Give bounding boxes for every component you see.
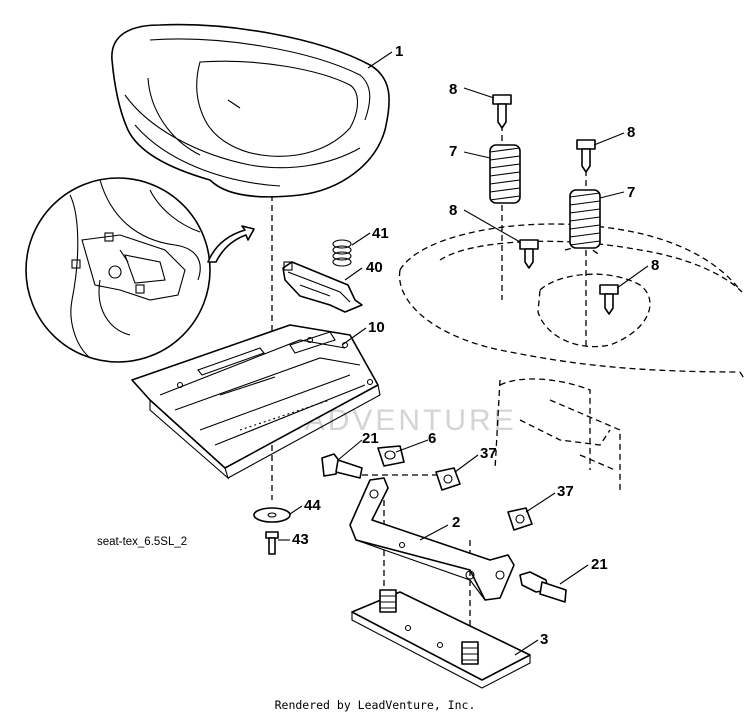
bolt-21-left-part — [321, 453, 363, 479]
washer-44-part — [253, 507, 291, 523]
tractor-frame — [398, 223, 746, 490]
nut-37-lower-part — [507, 507, 533, 531]
callout-nut-37-lower: 37 — [557, 483, 574, 500]
callout-bolt-mid-right: 8 — [651, 257, 659, 274]
callout-bracket: 2 — [452, 514, 460, 531]
spring-right-part — [569, 189, 601, 249]
callout-labels: 1 8 8 7 7 8 8 41 40 10 21 6 37 37 2 44 4… — [292, 43, 659, 648]
seat-pan-part — [131, 324, 381, 480]
callout-bolt-21-left: 21 — [362, 430, 379, 447]
bolt-43-part — [265, 531, 279, 555]
bracket-part — [349, 477, 515, 601]
inset-detail — [25, 177, 211, 363]
callout-spring-left: 7 — [449, 143, 457, 160]
seat-part — [111, 23, 390, 198]
callout-clip-40: 40 — [366, 259, 383, 276]
nut-37-upper-part — [435, 467, 461, 491]
slide-plate-part — [351, 589, 531, 689]
callout-washer-44: 44 — [304, 497, 321, 514]
diagram-code-label: seat-tex_6.5SL_2 — [97, 536, 188, 548]
callout-nut-6: 6 — [428, 430, 436, 447]
callout-spring-41: 41 — [372, 225, 389, 242]
bolt-top-left-part — [492, 94, 512, 129]
bolt-21-right-part — [519, 571, 567, 603]
spring-left-part — [489, 144, 521, 204]
callout-bolt-top-right: 8 — [627, 124, 635, 141]
bolt-mid-left-part — [519, 239, 539, 269]
callout-seat: 1 — [395, 43, 403, 60]
callout-spring-right: 7 — [627, 184, 635, 201]
callout-bolt-mid-left: 8 — [449, 202, 457, 219]
render-credit: Rendered by LeadVenture, Inc. — [274, 698, 476, 712]
callout-bolt-top-left: 8 — [449, 81, 457, 98]
callout-pan: 10 — [368, 319, 385, 336]
clip-40-part — [282, 261, 363, 313]
bolt-mid-right-part — [599, 284, 619, 315]
inset-arrow-icon — [207, 225, 255, 263]
callout-bolt-43: 43 — [292, 531, 309, 548]
leader-lines — [278, 51, 649, 656]
bolt-top-right-part — [576, 139, 596, 173]
spring-41-part — [332, 239, 352, 267]
nut-6-part — [377, 445, 405, 467]
callout-bolt-21-right: 21 — [591, 556, 608, 573]
callout-nut-37-upper: 37 — [480, 445, 497, 462]
callout-slide-plate: 3 — [540, 631, 548, 648]
